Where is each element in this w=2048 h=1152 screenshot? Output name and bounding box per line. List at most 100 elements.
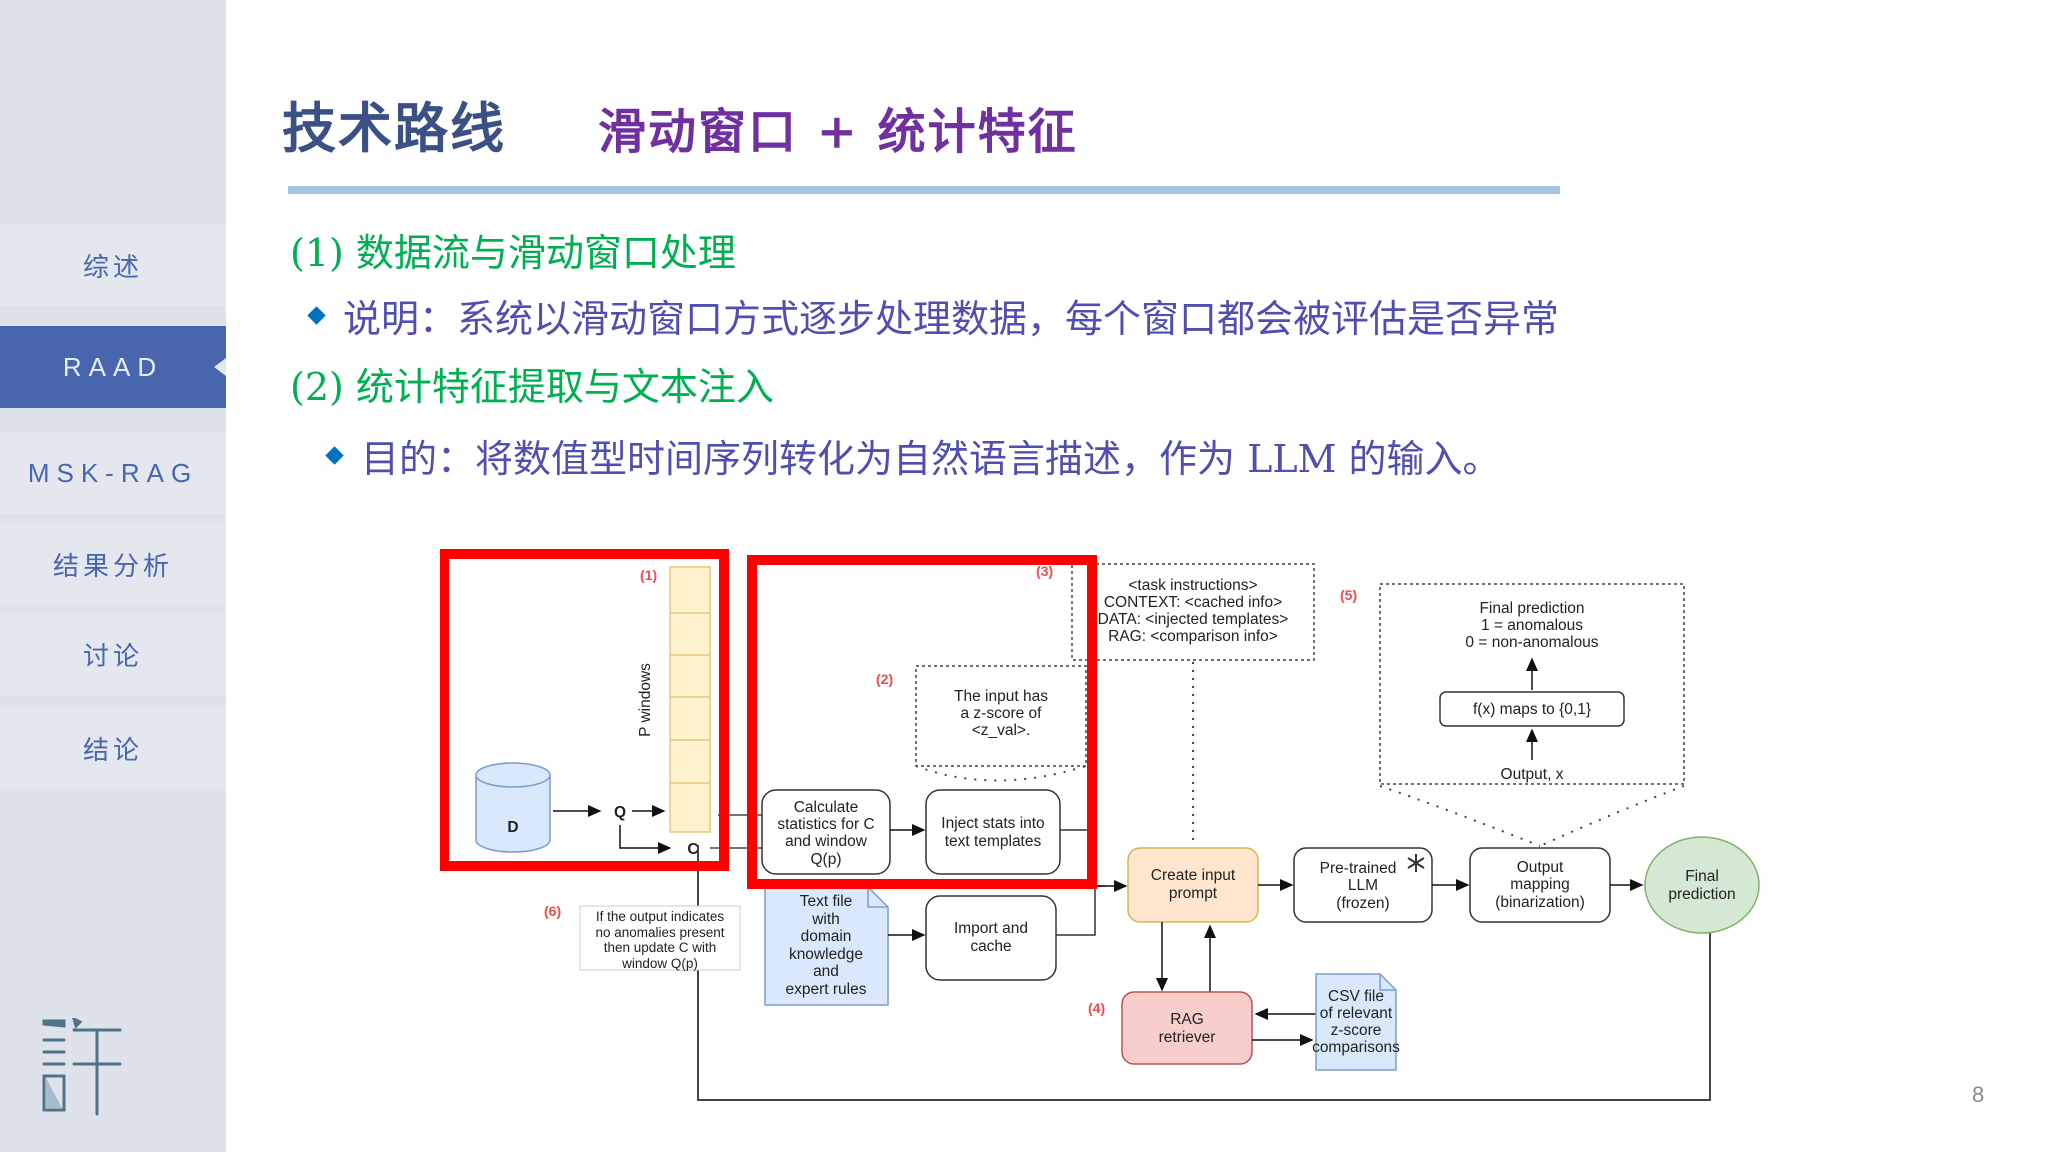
sidebar-item-results[interactable]: 结果分析: [0, 523, 226, 605]
textfile-line-1: Text file: [800, 893, 853, 910]
rag-line-1: RAG: [1170, 1011, 1204, 1028]
sidebar-item-overview[interactable]: 综述: [0, 224, 226, 306]
inject-stats-box: [925, 789, 1061, 875]
calc-line-3: and window: [785, 833, 868, 850]
detail-function: f(x) maps to {0,1}: [1473, 701, 1591, 718]
sidebar-item-label: 综述: [82, 252, 143, 283]
page-title: 技术路线: [282, 96, 506, 160]
prompt-line-1: <task instructions>: [1128, 577, 1257, 594]
update-line-4: window Q(p): [621, 956, 698, 971]
page-number: 8: [1972, 1082, 1985, 1107]
textfile-line-5: and: [813, 963, 839, 980]
textfile-line-4: knowledge: [789, 946, 863, 963]
sidebar: 综述 RAAD MSK-RAG 结果分析 讨论 结论: [0, 0, 226, 1152]
mapping-line-3: (binarization): [1495, 894, 1585, 911]
csv-line-4: comparisons: [1312, 1039, 1400, 1056]
create-line-1: Create input: [1151, 867, 1236, 884]
highlight-box-window: [439, 549, 729, 871]
snowflake-icon: [1407, 854, 1425, 872]
prompt-line-2: CONTEXT: <cached info>: [1104, 594, 1282, 611]
zscore-line-3: <z_val>.: [972, 722, 1031, 739]
update-line-1: If the output indicates: [596, 909, 725, 924]
database-icon: [475, 762, 551, 853]
active-caret-icon: [214, 358, 226, 376]
import-line-1: Import and: [954, 920, 1028, 937]
step-label-1: (1): [640, 567, 657, 583]
llm-line-2: LLM: [1348, 877, 1378, 894]
section2-bullet-text: 目的：将数值型时间序列转化为自然语言描述，作为 LLM 的输入。: [361, 437, 1501, 481]
zscore-line-1: The input has: [954, 688, 1048, 705]
detail-input: Output, x: [1501, 766, 1564, 783]
inject-line-2: text templates: [945, 833, 1042, 850]
final-line-1: Final: [1685, 868, 1719, 885]
zscore-line-2: a z-score of: [961, 705, 1043, 722]
feedback-loop-line: [697, 845, 1711, 1101]
bullet-diamond-icon: [307, 306, 326, 325]
update-line-3: then update C with: [604, 940, 717, 955]
logo-icon: [42, 1018, 122, 1116]
sidebar-item-label: MSK-RAG: [27, 457, 199, 488]
c-label: C: [687, 841, 698, 858]
sidebar-item-discussion[interactable]: 讨论: [0, 613, 226, 695]
architecture-diagram: P windows (1) D Q C Calculate statistics…: [439, 540, 1780, 1110]
csv-file-icon: [1315, 973, 1397, 1071]
prompt-line-3: DATA: <injected templates>: [1098, 611, 1289, 628]
q-label: Q: [614, 804, 626, 821]
inject-line-1: Inject stats into: [941, 815, 1044, 832]
prompt-template-note: [1071, 563, 1315, 661]
sidebar-item-label: 结果分析: [52, 551, 173, 582]
section1-bullet: 说明：系统以滑动窗口方式逐步处理数据，每个窗口都会被评估是否异常: [307, 288, 1560, 343]
step-label-4: (4): [1088, 1000, 1105, 1016]
step-label-6: (6): [544, 903, 561, 919]
csv-line-3: z-score: [1331, 1022, 1382, 1039]
section1-heading: (1) 数据流与滑动窗口处理: [290, 231, 736, 275]
final-prediction-node: [1644, 836, 1760, 934]
page-subtitle: 滑动窗口 + 统计特征: [598, 104, 1078, 160]
import-cache-box: [925, 895, 1057, 981]
window-stack: [669, 566, 711, 833]
calculate-statistics-box: [761, 789, 891, 875]
sidebar-item-raad[interactable]: RAAD: [0, 326, 226, 408]
calc-line-2: statistics for C: [777, 816, 874, 833]
update-note: [579, 905, 741, 971]
bullet-diamond-icon: [325, 446, 344, 465]
prompt-line-4: RAG: <comparison info>: [1108, 628, 1278, 645]
zscore-note: [915, 665, 1087, 767]
database-label: D: [507, 819, 518, 836]
textfile-line-3: domain: [801, 928, 852, 945]
csv-line-1: CSV file: [1328, 988, 1384, 1005]
sidebar-item-label: 结论: [82, 735, 143, 766]
detail-result-3: 0 = non-anomalous: [1465, 634, 1598, 651]
section1-bullet-text: 说明：系统以滑动窗口方式逐步处理数据，每个窗口都会被评估是否异常: [343, 297, 1560, 341]
import-line-2: cache: [970, 938, 1011, 955]
update-line-2: no anomalies present: [595, 925, 724, 940]
detail-result-2: 1 = anomalous: [1481, 617, 1583, 634]
section2-bullet: 目的：将数值型时间序列转化为自然语言描述，作为 LLM 的输入。: [325, 428, 1501, 483]
llm-line-3: (frozen): [1336, 895, 1389, 912]
sidebar-item-label: 讨论: [82, 641, 143, 672]
mapping-line-2: mapping: [1510, 876, 1569, 893]
textfile-line-2: with: [811, 911, 840, 928]
calc-line-1: Calculate: [794, 799, 859, 816]
rag-retriever-box: [1121, 991, 1253, 1065]
title-divider: [288, 186, 1560, 194]
section2-heading: (2) 统计特征提取与文本注入: [290, 365, 774, 409]
textfile-line-6: expert rules: [786, 981, 867, 998]
create-line-2: prompt: [1169, 885, 1218, 902]
mapping-line-1: Output: [1517, 859, 1564, 876]
windows-label: P windows: [637, 663, 654, 737]
step-label-5: (5): [1340, 587, 1357, 603]
sidebar-item-conclusion[interactable]: 结论: [0, 707, 226, 789]
sidebar-item-label: RAAD: [62, 351, 164, 382]
llm-line-1: Pre-trained: [1320, 860, 1397, 877]
step-label-3: (3): [1036, 563, 1053, 579]
calc-line-4: Q(p): [811, 851, 842, 868]
step-label-2: (2): [876, 671, 893, 687]
sidebar-item-msk-rag[interactable]: MSK-RAG: [0, 432, 226, 514]
detail-result-1: Final prediction: [1479, 600, 1584, 617]
highlight-box-statistics: [747, 555, 1097, 889]
final-line-2: prediction: [1668, 886, 1735, 903]
mapping-detail-note: [1379, 583, 1685, 785]
rag-line-2: retriever: [1159, 1029, 1216, 1046]
csv-line-2: of relevant: [1320, 1005, 1393, 1022]
